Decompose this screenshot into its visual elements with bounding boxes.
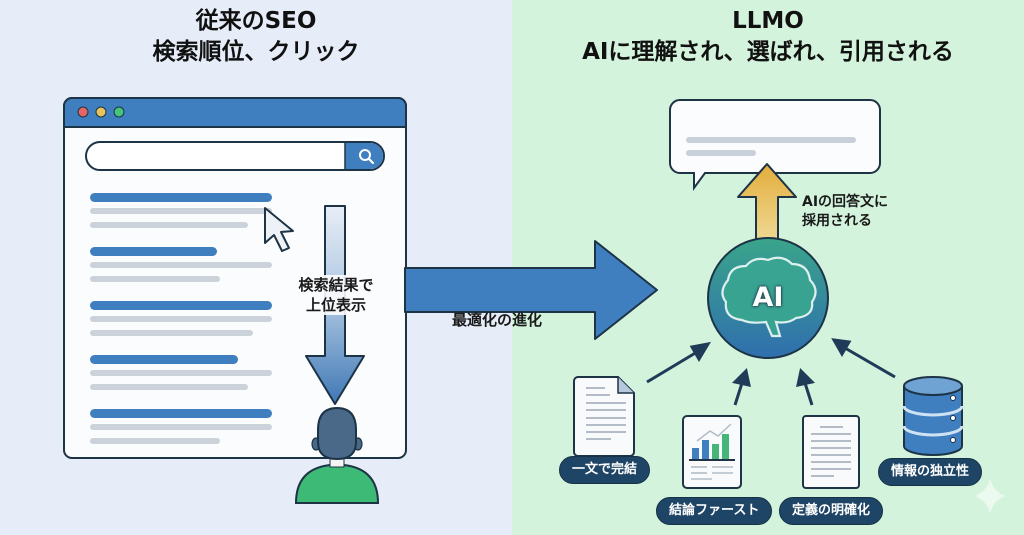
llmo-title-line1: LLMO bbox=[732, 8, 804, 34]
ai-badge-text: AI bbox=[752, 282, 784, 313]
adoption-label: AIの回答文に 採用される bbox=[802, 194, 889, 229]
seo-title-line1: 従来のSEO bbox=[195, 8, 317, 34]
result-title-line bbox=[90, 355, 238, 364]
result-snippet-line bbox=[90, 384, 248, 390]
search-result-item[interactable] bbox=[90, 409, 272, 444]
search-result-item[interactable] bbox=[90, 193, 272, 228]
result-snippet-line bbox=[90, 276, 220, 282]
result-snippet-line bbox=[90, 208, 272, 214]
result-snippet-line bbox=[90, 222, 248, 228]
result-snippet-line bbox=[90, 262, 272, 268]
search-results-list bbox=[90, 193, 272, 444]
factor-pill-conclusion-first: 結論ファースト bbox=[656, 497, 773, 525]
search-icon bbox=[359, 149, 375, 165]
result-title-line bbox=[90, 193, 272, 202]
ranking-label: 検索結果で 上位表示 bbox=[290, 275, 382, 315]
factor-arrows bbox=[646, 338, 896, 406]
window-close-dot bbox=[77, 106, 89, 118]
result-title-line bbox=[90, 301, 272, 310]
brain-icon bbox=[721, 256, 817, 338]
window-minimize-dot bbox=[95, 106, 107, 118]
user-person-icon bbox=[294, 406, 380, 504]
result-snippet-line bbox=[90, 438, 220, 444]
evolution-label: 最適化の進化 bbox=[452, 311, 543, 329]
result-snippet-line bbox=[90, 316, 272, 322]
result-title-line bbox=[90, 247, 217, 256]
result-snippet-line bbox=[90, 370, 272, 376]
factor-pill-info-independence: 情報の独立性 bbox=[878, 458, 983, 486]
evolution-arrow bbox=[404, 240, 658, 340]
ai-brain-circle bbox=[707, 237, 829, 359]
seo-title-line2: 検索順位、クリック bbox=[152, 39, 360, 65]
factor-pill-definition-clarity: 定義の明確化 bbox=[779, 497, 884, 525]
window-maximize-dot bbox=[113, 106, 125, 118]
llmo-title: LLMO AIに理解され、選ばれ、引用される bbox=[512, 6, 1024, 68]
search-result-item[interactable] bbox=[90, 301, 272, 336]
document-icon bbox=[802, 415, 860, 489]
seo-title: 従来のSEO 検索順位、クリック bbox=[0, 6, 512, 68]
result-snippet-line bbox=[90, 330, 253, 336]
search-bar[interactable] bbox=[85, 141, 385, 171]
result-snippet-line bbox=[90, 424, 272, 430]
llmo-title-line2: AIに理解され、選ばれ、引用される bbox=[582, 39, 954, 65]
chart-report-icon bbox=[682, 415, 742, 489]
document-icon bbox=[573, 376, 635, 457]
mouse-cursor-icon bbox=[264, 207, 294, 252]
ai-answer-bubble bbox=[669, 99, 881, 192]
result-title-line bbox=[90, 409, 272, 418]
search-result-item[interactable] bbox=[90, 247, 272, 282]
database-icon bbox=[902, 376, 964, 456]
sparkle-icon bbox=[974, 478, 1006, 514]
factor-pill-one-sentence: 一文で完結 bbox=[559, 456, 651, 484]
search-result-item[interactable] bbox=[90, 355, 272, 390]
